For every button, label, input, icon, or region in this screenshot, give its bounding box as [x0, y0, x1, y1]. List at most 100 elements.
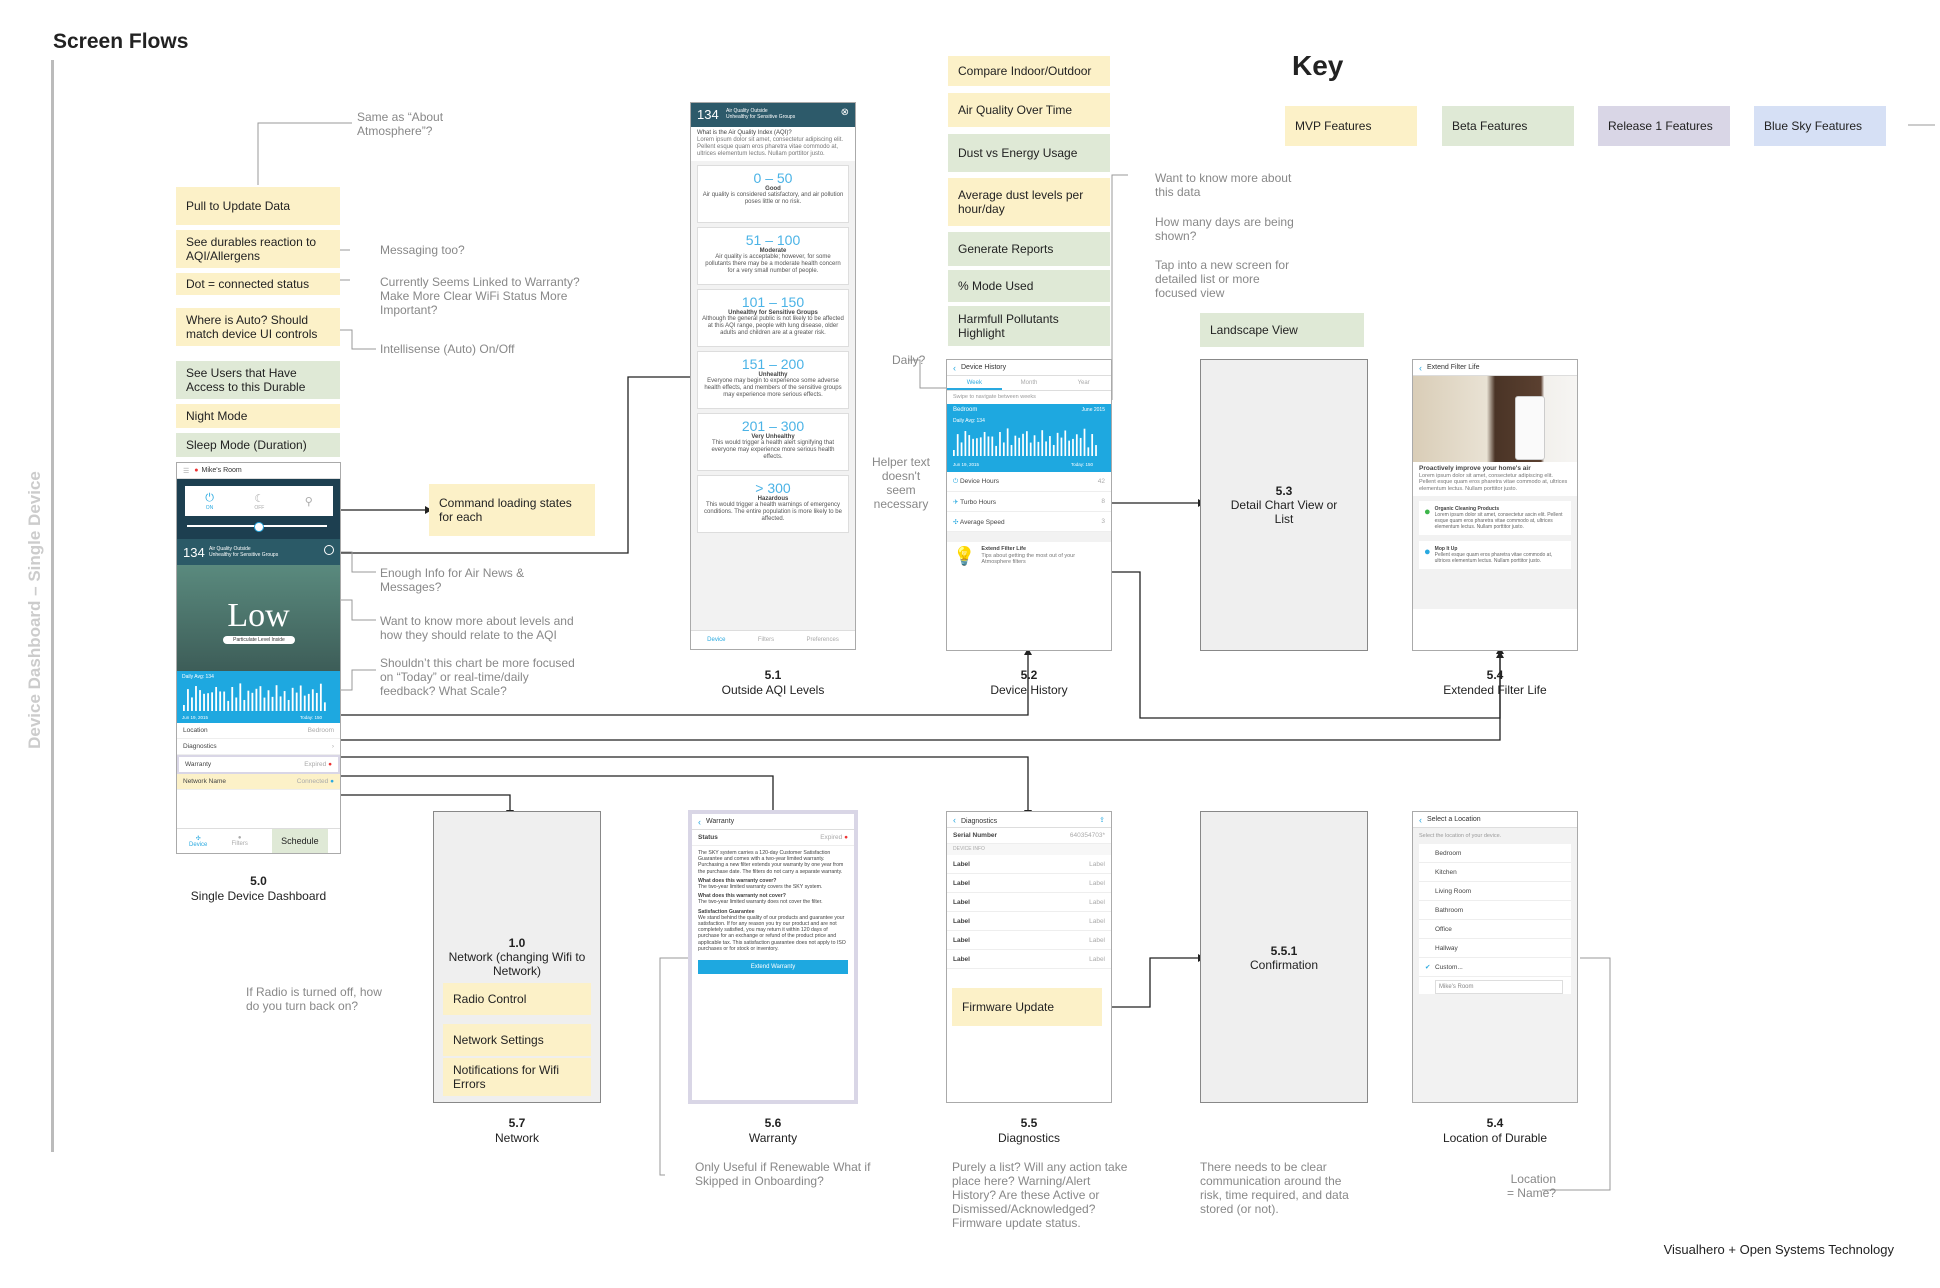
sparkline-bar — [960, 442, 963, 456]
history-tab-week[interactable]: Week — [947, 376, 1002, 390]
filter-screen: ‹Extend Filter Life Proactively improve … — [1412, 359, 1578, 651]
speed-slider[interactable] — [187, 522, 327, 532]
sparkline-bar — [299, 685, 302, 711]
dashboard-chart[interactable]: Daily Avg: 134 Jun 19, 2015 Today: 150 — [177, 671, 340, 723]
connector-aqi — [330, 376, 690, 554]
aqi-tab-preferences[interactable]: Preferences — [806, 637, 839, 643]
location-item[interactable]: Office — [1419, 920, 1571, 939]
sparkline-bar — [263, 697, 266, 711]
location-item[interactable]: Kitchen — [1419, 863, 1571, 882]
row-diagnostics[interactable]: Diagnostics› — [177, 739, 340, 755]
filter-photo — [1413, 376, 1577, 462]
note-line-daily — [908, 359, 950, 389]
hfeature-avg-dust: Average dust levels per hour/day — [948, 178, 1110, 226]
tab-filters[interactable]: ●Filters — [231, 835, 248, 847]
close-icon[interactable]: ⊗ — [840, 107, 849, 118]
card-cleaning-title: Organic Cleaning Products — [1434, 506, 1500, 512]
connector-warranty — [340, 775, 774, 810]
slider-handle[interactable] — [254, 522, 264, 532]
dashboard-controls: ⏻ON ☾OFF ⚲ — [177, 479, 340, 539]
aqi-tab-device[interactable]: Device — [707, 637, 726, 643]
aqi-level-desc: This would trigger a health alert signif… — [711, 440, 835, 460]
custom-location-input[interactable]: Mike's Room — [1435, 980, 1563, 994]
level-big: Low — [227, 597, 290, 634]
history-chart[interactable]: Bedroom June 2015 Daily Avg: 134 Jun 19,… — [947, 404, 1111, 472]
location-item[interactable]: ✔Custom... — [1419, 958, 1571, 977]
diag-back-icon[interactable]: ‹ — [953, 814, 956, 825]
aqi-level-desc: Everyone may begin to experience some ad… — [704, 378, 842, 398]
sparkline-bar — [1014, 435, 1017, 456]
back-icon[interactable]: ‹ — [953, 362, 956, 373]
sparkline-bar — [291, 687, 294, 711]
sparkline-bar — [1091, 434, 1094, 456]
sparkline-bar — [191, 697, 193, 711]
sparkline-bar — [271, 696, 274, 711]
aqi-level-range: 0 – 50 — [753, 170, 793, 186]
auto-button[interactable]: ⚲ — [304, 495, 313, 508]
stat-device-hours-label: Device Hours — [959, 477, 999, 485]
sparkline-bar — [1006, 428, 1009, 456]
aqi-intro: What is the Air Quality Index (AQI)?Lore… — [691, 127, 855, 161]
caption-history-num: 5.2 — [1020, 668, 1038, 682]
location-item[interactable]: Bedroom — [1419, 844, 1571, 863]
diag-row-label: Label — [953, 860, 970, 868]
checkmark-icon: ✔ — [1425, 964, 1431, 971]
sparkline-bar — [1037, 441, 1040, 456]
power-button[interactable]: ⏻ON — [205, 491, 214, 511]
aqi-tab-filters[interactable]: Filters — [757, 637, 775, 643]
sparkline-bar — [1018, 437, 1021, 456]
row-warranty-label: Warranty — [185, 761, 212, 768]
feature-landscape: Landscape View — [1200, 313, 1364, 347]
connector-confirm — [1105, 957, 1198, 1008]
location-item[interactable]: Bathroom — [1419, 901, 1571, 920]
tab-device[interactable]: ✣Device — [189, 835, 208, 848]
menu-icon[interactable]: ☰ — [183, 467, 190, 475]
aqi-level-label: Hazardous — [757, 496, 789, 502]
footer-credit: Visualhero + Open Systems Technology — [1663, 1242, 1894, 1257]
caption-warranty-title: Warranty — [748, 1131, 798, 1145]
warranty-back-icon[interactable]: ‹ — [698, 816, 701, 827]
share-icon[interactable]: ⇪ — [1099, 816, 1105, 824]
tab-schedule[interactable]: Schedule — [271, 829, 328, 853]
history-tab-year[interactable]: Year — [1077, 380, 1090, 386]
history-title: Device History — [961, 364, 1007, 371]
dashboard-screen: ☰ ● Mike's Room ⏻ON ☾OFF ⚲ 134 Air Quali… — [176, 462, 341, 854]
dashboard-tabbar: ✣Device ●Filters Schedule — [177, 828, 340, 853]
history-tab-month[interactable]: Month — [1020, 380, 1038, 386]
connector-filter — [1105, 571, 1501, 719]
diag-row-label: Label — [953, 879, 970, 887]
note-line-chart — [330, 669, 376, 691]
night-button[interactable]: ☾OFF — [254, 492, 265, 511]
caption-filter-num: 5.4 — [1486, 668, 1504, 682]
stat-average-speed-value: 3 — [1101, 518, 1105, 525]
note-line-levels — [330, 599, 376, 621]
info-icon[interactable] — [324, 545, 334, 555]
history-tabs: Week Month Year — [947, 376, 1111, 391]
sparkline-bar — [1079, 437, 1082, 456]
extend-warranty-button[interactable]: Extend Warranty — [698, 960, 848, 975]
sparkline-bar — [983, 431, 986, 456]
location-item[interactable]: Living Room — [1419, 882, 1571, 901]
sparkline-bar — [1072, 438, 1074, 456]
filter-back-icon[interactable]: ‹ — [1419, 362, 1422, 373]
sparkline-bar — [243, 699, 246, 711]
card-mop-title: Mop It Up — [1434, 546, 1458, 552]
location-back-icon[interactable]: ‹ — [1419, 814, 1422, 825]
aqi-level-range: 101 – 150 — [741, 294, 805, 310]
location-item[interactable]: Hallway — [1419, 939, 1571, 958]
note-warranty-link: Currently Seems Linked to Warranty? Make… — [380, 275, 580, 317]
aqi-tabbar: Device Filters Preferences — [691, 630, 855, 649]
